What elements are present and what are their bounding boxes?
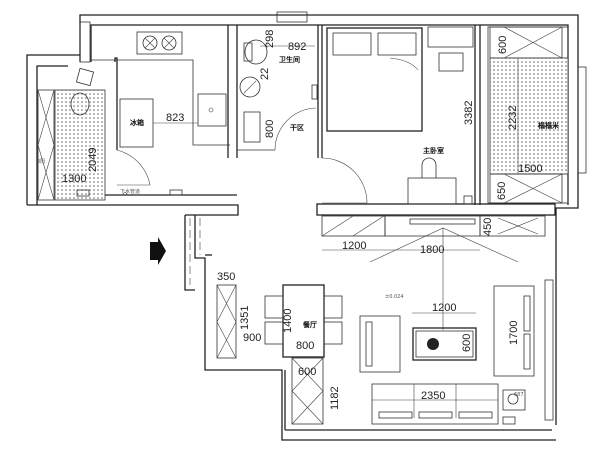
- svg-text:600: 600: [461, 334, 473, 352]
- sink: [197, 93, 227, 127]
- svg-text:下水管道: 下水管道: [120, 188, 140, 195]
- tatami: 600 2232 榻榻米 1500 650: [487, 26, 587, 204]
- svg-text:450: 450: [482, 218, 494, 236]
- svg-text:3阳: 3阳: [37, 158, 45, 165]
- svg-text:3382: 3382: [463, 101, 475, 125]
- svg-text:1500: 1500: [518, 163, 542, 175]
- svg-text:892: 892: [288, 41, 306, 53]
- svg-text:22: 22: [259, 68, 271, 80]
- svg-text:榻榻米: 榻榻米: [537, 121, 560, 130]
- svg-text:2049: 2049: [87, 148, 99, 172]
- svg-text:350: 350: [217, 271, 235, 283]
- svg-text:±0.024: ±0.024: [385, 294, 404, 300]
- svg-text:1700: 1700: [508, 321, 520, 345]
- svg-text:1400: 1400: [282, 309, 294, 333]
- svg-text:1351: 1351: [239, 306, 251, 330]
- svg-text:900: 900: [243, 332, 261, 344]
- svg-text:800: 800: [264, 120, 276, 138]
- living-room: ±0.024 1200 600 1700 2350 687: [359, 285, 535, 425]
- svg-text:1200: 1200: [432, 302, 456, 314]
- svg-text:687: 687: [514, 392, 524, 398]
- svg-text:823: 823: [166, 112, 184, 124]
- svg-text:600: 600: [298, 366, 316, 378]
- bedroom-door[interactable]: [321, 157, 368, 204]
- balcony: 3阳 2049 1300: [37, 67, 106, 201]
- svg-text:800: 800: [296, 340, 314, 352]
- svg-text:干区: 干区: [290, 124, 304, 132]
- svg-text:600: 600: [497, 36, 509, 54]
- svg-text:主卧室: 主卧室: [423, 146, 444, 155]
- svg-text:1200: 1200: [342, 240, 366, 252]
- entry-door[interactable]: [189, 218, 201, 285]
- svg-text:1182: 1182: [329, 386, 341, 410]
- svg-text:卫生间: 卫生间: [279, 55, 300, 64]
- svg-text:650: 650: [496, 182, 508, 200]
- svg-text:298: 298: [264, 30, 276, 48]
- svg-text:2232: 2232: [507, 106, 519, 130]
- bathroom-door[interactable]: [274, 107, 317, 151]
- tv-wall-cabinets: 1200 1800 450: [321, 215, 546, 330]
- bedroom: 主卧室 3382: [321, 26, 475, 205]
- fridge: 冰箱: [119, 98, 154, 148]
- entry-arrow-icon: [150, 237, 166, 265]
- stove: [136, 31, 183, 55]
- bathroom: 892 298 22 800 卫生间 干区: [239, 30, 318, 151]
- dining-area: 350 1351 900 1400 餐厅 800 600 1182: [216, 271, 343, 425]
- kitchen-door[interactable]: [116, 149, 151, 186]
- svg-text:1300: 1300: [62, 173, 86, 185]
- plant-icon: [427, 338, 439, 350]
- svg-text:餐厅: 餐厅: [302, 320, 317, 329]
- svg-text:冰箱: 冰箱: [130, 118, 144, 127]
- svg-text:1800: 1800: [420, 244, 444, 256]
- svg-text:2350: 2350: [421, 390, 445, 402]
- walls: [26, 11, 579, 441]
